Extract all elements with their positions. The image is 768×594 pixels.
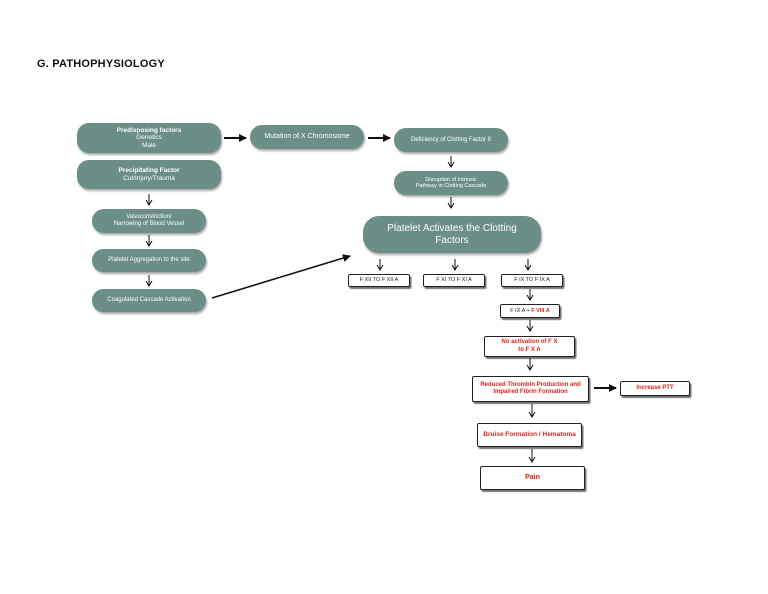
platelet-aggregation-node: Platelet Aggregation to the site	[92, 249, 206, 272]
precipitating-cause: Cut/Injury/Trauma	[123, 174, 175, 182]
disruption-line1: Disruption of Intrinsic	[425, 176, 477, 183]
no-activation-node: No activation of F X to F X A	[484, 336, 575, 357]
increase-ptt-label: Increase PTT	[636, 384, 674, 391]
platelet-aggregation-label: Platelet Aggregation to the site	[108, 257, 190, 264]
predisposing-title: Predisposing factors	[116, 126, 182, 134]
precipitating-factor-node: Precipitating Factor Cut/Injury/Trauma	[77, 160, 221, 189]
deficiency-label: Deficiency of Clotting Factor 8	[410, 136, 492, 143]
vasoconstriction-node: Vasoconstriction/ Narrowing of Blood Ves…	[92, 209, 206, 233]
fixa-fviiia-node: F IX A + F VIII A	[500, 304, 560, 318]
fix-node: F IX TO F IX A	[501, 274, 563, 287]
mutation-label: Mutation of X Chromosome	[264, 132, 350, 140]
bruise-label: Bruise Formation / Hematoma	[483, 430, 576, 438]
coagulated-cascade-node: Coagulated Cascade Activation	[92, 289, 206, 312]
vasoconstriction-line2: Narrowing of Blood Vessel	[113, 221, 185, 227]
predisposing-male: Male	[141, 141, 157, 149]
predisposing-genetics: Genetics	[136, 134, 162, 142]
increase-ptt-node: Increase PTT	[620, 381, 690, 396]
platelet-activates-line1: Platelet Activates the Clotting	[387, 223, 517, 234]
platelet-activates-node: Platelet Activates the Clotting Factors	[363, 216, 541, 253]
fix-label: F IX TO F IX A	[514, 277, 550, 284]
bruise-node: Bruise Formation / Hematoma	[477, 423, 582, 447]
page-title: G. PATHOPHYSIOLOGY	[37, 58, 165, 70]
pain-label: Pain	[525, 473, 540, 481]
fxii-node: F XII TO F XII A	[348, 274, 410, 287]
deficiency-node: Deficiency of Clotting Factor 8	[394, 128, 508, 152]
disruption-node: Disruption of Intrinsic Pathway in Clott…	[394, 171, 508, 195]
fxi-label: F XI TO F XI A	[436, 277, 472, 284]
disruption-line2: Pathway in Clotting Cascade	[415, 183, 487, 189]
coagulated-cascade-label: Coagulated Cascade Activation	[107, 297, 191, 304]
fixa-prefix: F IX A +	[510, 307, 532, 314]
reduced-thrombin-line1: Reduced Thrombin Production and	[480, 381, 581, 388]
predisposing-factors-node: Predisposing factors Genetics Male	[77, 123, 221, 153]
fviiia-highlight: F VIII A	[531, 307, 550, 314]
fxii-label: F XII TO F XII A	[359, 277, 399, 284]
no-activation-line1: No activation of F X	[501, 339, 558, 345]
pain-node: Pain	[480, 466, 585, 490]
vasoconstriction-line1: Vasoconstriction/	[126, 214, 172, 221]
no-activation-line2: to F X A	[518, 346, 541, 353]
fxi-node: F XI TO F XI A	[423, 274, 485, 287]
mutation-node: Mutation of X Chromosome	[250, 125, 364, 149]
platelet-activates-line2: Factors	[435, 234, 469, 246]
precipitating-title: Precipitating Factor	[118, 167, 180, 175]
reduced-thrombin-line2: Impaired Fibrin Formation	[493, 389, 568, 395]
arrow-cascade-to-platelet-activates	[211, 254, 351, 299]
reduced-thrombin-node: Reduced Thrombin Production and Impaired…	[472, 376, 589, 402]
